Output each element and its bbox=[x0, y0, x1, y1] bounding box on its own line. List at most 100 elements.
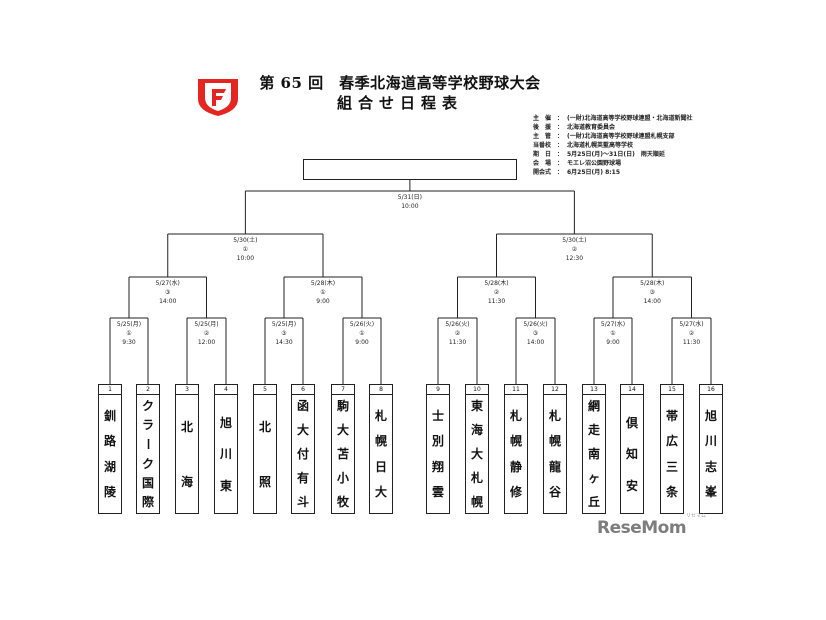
team-number: 11 bbox=[505, 385, 527, 395]
match-date: 5/30(土) bbox=[233, 237, 258, 244]
team-name: 旭川志峯 bbox=[704, 409, 717, 499]
info-label: 主 催 bbox=[533, 115, 552, 122]
match-game: ① bbox=[610, 330, 616, 337]
team-name: 旭川東 bbox=[219, 415, 232, 493]
team-box: 15 帯広三条 bbox=[660, 384, 684, 514]
match-game: ① bbox=[242, 246, 249, 253]
match-game: ② bbox=[571, 246, 578, 253]
team-number: 2 bbox=[137, 385, 159, 395]
match-time: 9:30 bbox=[122, 339, 136, 346]
match-time: 9:00 bbox=[606, 339, 620, 346]
match-time: 12:30 bbox=[565, 255, 584, 262]
match-date: 5/31(日) bbox=[397, 194, 422, 201]
match-time: 11:30 bbox=[487, 298, 506, 305]
match-date: 5/28(木) bbox=[484, 280, 509, 287]
match-date: 5/26(火) bbox=[445, 321, 470, 328]
tournament-title: 第 65 回 春季北海道高等学校野球大会 bbox=[259, 74, 541, 92]
info-value: 6月25日(月) 8:15 bbox=[567, 169, 621, 176]
info-label: 後 援 bbox=[533, 124, 552, 131]
tournament-info: 主 催：(一財)北海道高等学校野球連盟・北海道新聞社後 援：北海道教育委員会主 … bbox=[533, 114, 693, 177]
match-game: ① bbox=[359, 330, 365, 337]
info-label: 主 管 bbox=[533, 133, 552, 140]
info-value: モエレ沼公園野球場 bbox=[567, 160, 622, 167]
info-separator: ： bbox=[557, 124, 564, 131]
match-time: 14:00 bbox=[526, 339, 545, 346]
team-number: 13 bbox=[583, 385, 605, 395]
team-box: 14 倶知安 bbox=[620, 384, 644, 514]
info-separator: ： bbox=[557, 115, 564, 122]
match-time: 10:00 bbox=[236, 255, 255, 262]
team-name: 札幌龍谷 bbox=[548, 409, 561, 499]
info-label: 会 場 bbox=[533, 160, 552, 167]
info-separator: ： bbox=[557, 160, 564, 167]
match-time: 9:00 bbox=[355, 339, 369, 346]
match-date: 5/28(木) bbox=[640, 280, 665, 287]
info-value: 北海道札幌英藍高等学校 bbox=[567, 142, 634, 149]
info-row: 後 援 ：北海道教育委員会 bbox=[533, 123, 693, 132]
team-name: 駒大苫小牧 bbox=[336, 399, 349, 509]
team-number: 14 bbox=[621, 385, 643, 395]
info-value: 北海道教育委員会 bbox=[567, 124, 616, 131]
info-separator: ： bbox=[557, 133, 564, 140]
info-row: 主 管：(一財)北海道高等学校野球連盟札幌支部 bbox=[533, 132, 693, 141]
match-time: 14:00 bbox=[159, 298, 177, 305]
match-game: ③ bbox=[281, 330, 287, 337]
team-name: 北海 bbox=[180, 419, 193, 489]
info-row: 主 催 ：(一財)北海道高等学校野球連盟・北海道新聞社 bbox=[533, 114, 693, 123]
match-game: ③ bbox=[165, 289, 171, 296]
team-name: 士別翔雲 bbox=[431, 409, 444, 499]
match-time: 9:00 bbox=[316, 298, 330, 305]
match-date: 5/27(水) bbox=[155, 280, 180, 287]
team-number: 15 bbox=[661, 385, 683, 395]
info-row: 開会式：6月25日(月) 8:15 bbox=[533, 168, 693, 177]
info-value: (一財)北海道高等学校野球連盟・北海道新聞社 bbox=[567, 115, 693, 122]
info-separator: ： bbox=[557, 142, 564, 149]
team-name: 網走南ヶ丘 bbox=[587, 399, 600, 509]
match-time: 12:00 bbox=[197, 339, 216, 346]
resemom-watermark: ReseMom bbox=[597, 518, 687, 538]
match-date: 5/26(火) bbox=[349, 321, 375, 328]
info-row: 期 日：5月25日(月)～31日(日) 雨天順延 bbox=[533, 150, 693, 159]
match-date: 5/27(水) bbox=[679, 321, 704, 328]
match-date: 5/25(月) bbox=[116, 321, 142, 328]
final-match-label: 5/31(日)10:00 bbox=[380, 193, 440, 211]
team-box: 12 札幌龍谷 bbox=[543, 384, 567, 514]
team-number: 4 bbox=[215, 385, 237, 395]
match-date: 5/25(月) bbox=[271, 321, 297, 328]
team-number: 6 bbox=[292, 385, 314, 395]
resemom-watermark-kana: リセマム bbox=[686, 513, 707, 519]
match-date: 5/28(木) bbox=[310, 280, 336, 287]
team-name: 倶知安 bbox=[625, 415, 638, 493]
team-name: 札幌静修 bbox=[509, 409, 522, 499]
info-label: 期 日 bbox=[533, 151, 552, 158]
first-round-match-label: 5/26(火) ① 9:00 bbox=[332, 320, 392, 347]
team-name: 釧路湖陵 bbox=[103, 409, 116, 499]
info-row: 会 場 ：モエレ沼公園野球場 bbox=[533, 159, 693, 168]
match-date: 5/26(火) bbox=[523, 321, 548, 328]
info-separator: ： bbox=[557, 169, 564, 176]
team-number: 7 bbox=[332, 385, 354, 395]
match-game: ③ bbox=[649, 289, 655, 296]
team-box: 11 札幌静修 bbox=[504, 384, 528, 514]
team-number: 12 bbox=[544, 385, 566, 395]
team-name: 東海大札幌 bbox=[470, 399, 483, 509]
team-name: 帯広三条 bbox=[665, 409, 678, 499]
quarterfinal-match-label: 5/27(水) ③ 14:00 bbox=[138, 279, 198, 306]
champion-box bbox=[303, 159, 517, 180]
info-separator: ： bbox=[557, 151, 564, 158]
schedule-title: 組合せ日程表 bbox=[336, 94, 463, 112]
